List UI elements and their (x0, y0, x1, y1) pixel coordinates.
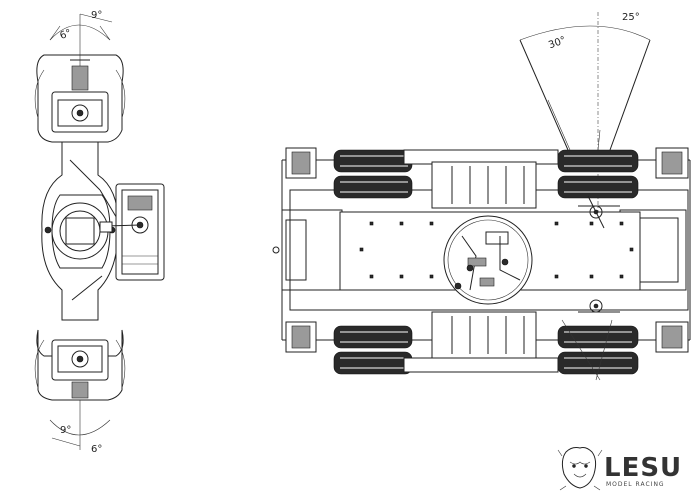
front-bottom-wheel (34, 329, 126, 401)
lion-head-icon (557, 447, 603, 491)
steering-sweep-angle: 25° 30° (519, 12, 651, 212)
front-top-wheel (34, 54, 126, 143)
front-right-top-tires (557, 149, 639, 199)
top-angle-label: 9° (91, 10, 102, 21)
angle-label-a: 25° (622, 12, 640, 23)
rear-left-top-tires (333, 149, 413, 199)
chassis-top-view: 25° 30° (272, 12, 691, 381)
front-right-bottom-tires (557, 325, 639, 375)
top-small-angle-label: 6° (59, 28, 73, 42)
front-steering-linkage (561, 195, 620, 381)
brand-tagline: MODEL RACING (606, 481, 665, 488)
deck-holes (359, 221, 634, 279)
top-side-box (403, 149, 559, 209)
axle-housing (41, 141, 131, 321)
bottom-small-angle-label: 6° (91, 444, 102, 455)
angle-label-b: 30° (547, 35, 567, 51)
brand-logo: LESU MODEL RACING (557, 447, 682, 491)
frame-end-brackets (272, 147, 689, 353)
center-gearbox (443, 215, 533, 305)
bottom-side-box (403, 311, 559, 373)
front-axle-view: 9° 6° (34, 10, 165, 455)
bottom-steering-angle: 9° 6° (49, 400, 111, 455)
top-steering-angle: 9° 6° (49, 10, 113, 70)
rear-left-bottom-tires (333, 325, 413, 375)
steering-servo (99, 183, 165, 281)
bottom-angle-label: 9° (60, 425, 71, 436)
brand-name: LESU (604, 453, 682, 483)
